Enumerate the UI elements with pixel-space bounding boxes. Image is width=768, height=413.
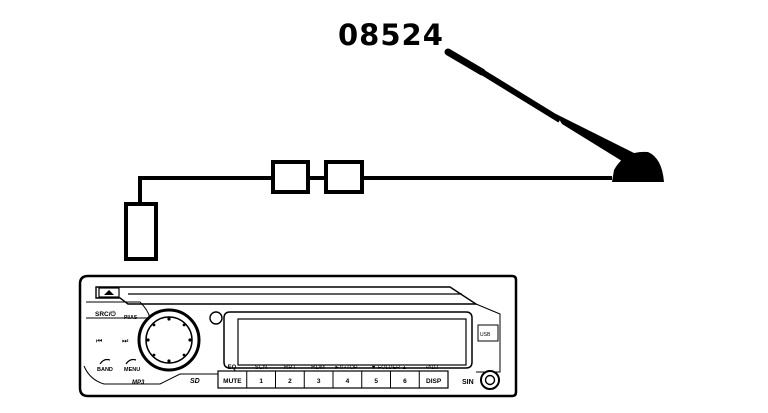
eject-icon: [104, 290, 114, 295]
preset-button-3[interactable]: 3: [317, 378, 321, 385]
antenna-mast: [480, 69, 562, 123]
antenna-base: [612, 151, 664, 182]
folder-label: ▼ FOLDER ▲: [371, 365, 407, 371]
antenna-cable: [138, 176, 272, 204]
usb-port-cover: [477, 324, 499, 342]
antenna-mast-tip: [444, 48, 486, 76]
next-track-label[interactable]: ⏭: [122, 338, 129, 345]
mp3-logo: MP3: [132, 380, 145, 386]
sd-logo: SD: [190, 378, 200, 385]
preset-button-mute[interactable]: MUTE: [223, 378, 242, 385]
rpt-label: RPT: [284, 365, 296, 371]
eq-label: EQ: [228, 365, 237, 371]
knob-dot: [146, 338, 150, 342]
bottom-left-trim: [83, 365, 242, 385]
knob-dot: [188, 338, 192, 342]
usb-label: USB: [480, 332, 491, 338]
radio-antenna-plug: [124, 202, 158, 261]
knob-dot: [167, 317, 171, 321]
ir-sensor: [209, 311, 223, 325]
preset-button-5[interactable]: 5: [374, 378, 378, 385]
car-radio: SRC/⏻ PI/AS ⏮ ⏭ BAND MENU MP3 SD USB SIN…: [78, 274, 518, 398]
preset-button-2[interactable]: 2: [288, 378, 292, 385]
top-label: ►II ▪TOP: [334, 365, 358, 371]
lcd-screen: [237, 318, 467, 366]
cd-slot: [95, 286, 479, 305]
antenna-mast-lower: [556, 114, 636, 166]
preset-buttons: MUTE 1 2 3 4 5 6 DISP: [223, 378, 442, 385]
adapter-connector-left: [271, 160, 310, 194]
prev-track-label[interactable]: ⏮: [96, 338, 102, 345]
rdm-label: RDM: [311, 365, 325, 371]
preset-button-disp[interactable]: DISP: [426, 378, 442, 385]
preset-button-1[interactable]: 1: [259, 378, 263, 385]
brand-logo: SIN: [462, 379, 474, 386]
pi-as-label: PI/AS: [124, 315, 138, 321]
preset-button-4[interactable]: 4: [346, 378, 350, 385]
preset-button-6[interactable]: 6: [403, 378, 407, 385]
car-antenna: [444, 48, 664, 182]
knob-dot: [182, 353, 186, 357]
src-power-label: SRC/⏻: [95, 310, 117, 318]
aux-jack[interactable]: [484, 374, 496, 386]
knob-dot: [152, 353, 156, 357]
knob-dot: [167, 359, 171, 363]
scn-label: SCN: [255, 365, 268, 371]
volume-knob[interactable]: [145, 316, 193, 364]
button-dividers: [246, 371, 420, 388]
band-arrow-icon: [99, 358, 111, 365]
part-number-label: 08524: [338, 18, 444, 52]
knob-dot: [152, 323, 156, 327]
menu-label[interactable]: MENU: [124, 367, 140, 373]
adapter-connector-right: [324, 160, 364, 194]
knob-dot: [182, 323, 186, 327]
band-label[interactable]: BAND: [97, 367, 113, 373]
adj-label: ▪ADJ: [426, 365, 439, 371]
menu-arrow-icon: [125, 358, 137, 365]
